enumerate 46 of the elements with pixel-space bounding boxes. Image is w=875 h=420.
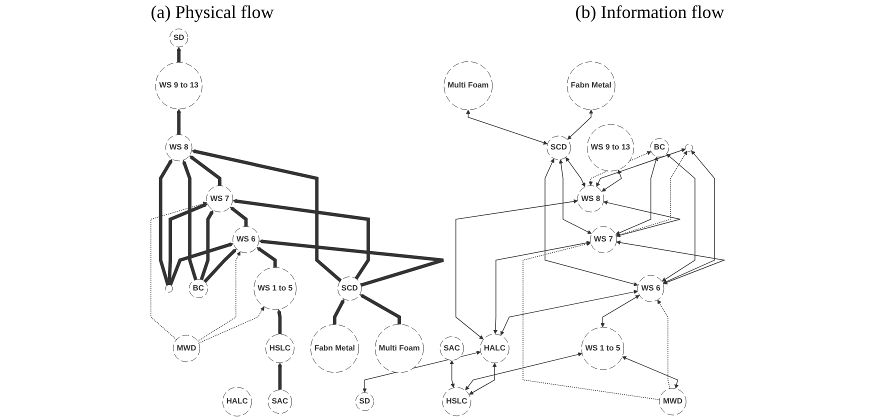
arrow <box>360 294 401 324</box>
arrow <box>278 362 282 390</box>
arrow <box>189 155 222 186</box>
arrow <box>198 306 264 344</box>
arrow <box>600 295 640 328</box>
arrow <box>158 158 172 286</box>
arrow <box>176 108 181 135</box>
arrow <box>167 203 208 286</box>
arrow <box>168 242 234 286</box>
arrow <box>203 248 237 283</box>
arrow <box>602 170 622 192</box>
caption-text: (a) Physical flow <box>150 2 274 23</box>
arrow <box>191 149 342 282</box>
arrow <box>596 148 686 187</box>
arrow <box>565 157 586 187</box>
arrow <box>616 240 726 284</box>
arrow <box>258 239 445 287</box>
arrow <box>230 206 248 227</box>
node-circle <box>165 284 173 292</box>
arrow <box>466 110 548 145</box>
arrow <box>468 362 497 395</box>
arrow <box>455 199 578 340</box>
arrow <box>622 356 679 389</box>
arrow <box>603 200 680 238</box>
arrow <box>182 160 198 280</box>
arrow <box>500 290 638 336</box>
arrow <box>493 240 591 334</box>
arrow <box>544 158 638 286</box>
arrow <box>332 298 345 325</box>
arrow <box>176 46 181 62</box>
arrow <box>277 309 282 334</box>
arrow <box>256 247 277 268</box>
arrow <box>662 150 715 284</box>
arrow <box>522 242 660 400</box>
arrow <box>558 159 592 234</box>
arrow <box>465 352 582 390</box>
arrow <box>567 110 594 140</box>
caption-text: (b) Information flow <box>575 2 724 23</box>
arrow <box>616 150 688 237</box>
arrow <box>200 210 214 280</box>
arrow <box>662 154 696 282</box>
arrow <box>450 360 455 388</box>
arrow <box>197 251 240 342</box>
arrow <box>657 300 670 389</box>
node-circle <box>685 144 693 152</box>
arrow <box>615 156 658 235</box>
